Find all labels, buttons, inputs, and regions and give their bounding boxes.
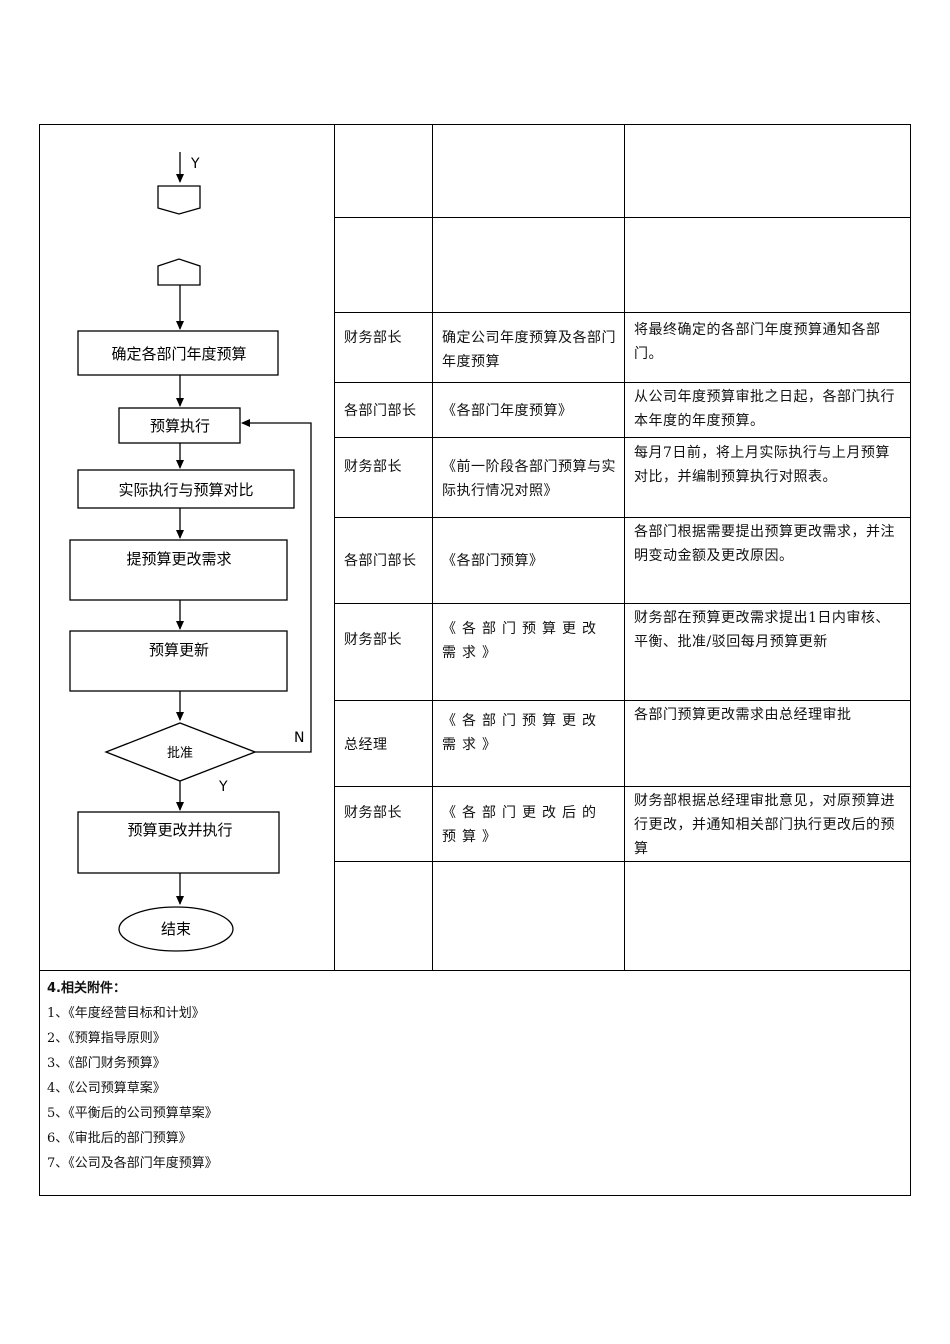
column-divider [432, 124, 433, 971]
row-divider [334, 861, 911, 862]
role-cell: 财务部长 [344, 805, 402, 821]
attachment-item: 3、《部门财务预算》 [47, 1056, 166, 1071]
description-cell: 每月7日前，将上月实际执行与上月预算对比，并编制预算执行对照表。 [634, 445, 890, 485]
role-cell: 财务部长 [344, 459, 402, 475]
step-label: 预算更新 [149, 641, 209, 659]
attachment-item: 6、《审批后的部门预算》 [47, 1131, 192, 1146]
step-box [77, 811, 280, 874]
row-divider [334, 217, 911, 218]
column-divider [334, 124, 335, 971]
step-box [69, 539, 288, 601]
document-cell: 《各部门年度预算》 [442, 403, 573, 419]
step-label: 实际执行与预算对比 [118, 481, 253, 499]
step-box [77, 469, 295, 509]
attachment-item: 2、《预算指导原则》 [47, 1031, 166, 1046]
attachments-section: 4.相关附件： 1、《年度经营目标和计划》 2、《预算指导原则》 3、《部门财务… [47, 976, 218, 1176]
step-label: 提预算更改需求 [126, 550, 231, 568]
role-cell: 各部门部长 [344, 403, 417, 419]
decision-label: 批准 [167, 746, 193, 761]
role-cell: 总经理 [344, 737, 388, 753]
document-cell: 《各部门预算》 [442, 553, 544, 569]
budget-flowchart: Y 确定各部门年度预算 预算执行 实际执行与预算对比 提预算更改需求 预算更新 … [69, 152, 312, 952]
description-cell: 各部门根据需要提出预算更改需求，并注明变动金额及更改原因。 [634, 524, 895, 564]
off-page-connector [157, 185, 201, 215]
no-label: N [294, 730, 304, 746]
role-cell: 财务部长 [344, 330, 402, 346]
row-divider [334, 786, 911, 787]
reject-loop-arrow [241, 419, 312, 753]
column-divider [624, 124, 625, 971]
document-cell: 确定公司年度预算及各部门年度预算 [442, 330, 616, 370]
off-page-connector [157, 258, 201, 286]
step-box [69, 630, 288, 692]
step-box [77, 330, 279, 376]
attachment-item: 4、《公司预算草案》 [47, 1081, 166, 1096]
description-cell: 各部门预算更改需求由总经理审批 [634, 707, 852, 723]
row-divider [334, 517, 911, 518]
document-cell: 《各部门预算更改需求》 [442, 621, 602, 661]
description-cell: 从公司年度预算审批之日起，各部门执行本年度的年度预算。 [634, 389, 895, 429]
attachment-item: 5、《平衡后的公司预算草案》 [47, 1106, 218, 1121]
document-cell: 《前一阶段各部门预算与实际执行情况对照》 [442, 459, 616, 499]
row-divider [334, 700, 911, 701]
row-divider [334, 437, 911, 438]
attachment-item: 1、《年度经营目标和计划》 [47, 1006, 205, 1021]
row-divider [334, 603, 911, 604]
step-label: 确定各部门年度预算 [111, 345, 246, 363]
document-cell: 《各部门预算更改需求》 [442, 713, 602, 753]
step-label: 预算更改并执行 [127, 821, 232, 839]
role-cell: 财务部长 [344, 632, 402, 648]
yes-label: Y [218, 779, 228, 795]
end-label: 结束 [161, 920, 191, 938]
attachments-title: 4.相关附件： [47, 981, 126, 996]
role-cell: 各部门部长 [344, 553, 417, 569]
process-table [39, 124, 911, 1196]
end-terminator [118, 906, 234, 952]
row-divider [334, 382, 911, 383]
step-label: 预算执行 [150, 417, 210, 435]
document-cell: 《各部门更改后的预算》 [442, 805, 602, 845]
description-cell: 将最终确定的各部门年度预算通知各部门。 [634, 322, 881, 362]
description-cell: 财务部在预算更改需求提出1日内审核、平衡、批准/驳回每月预算更新 [634, 610, 890, 650]
row-divider [334, 312, 911, 313]
attachment-item: 7、《公司及各部门年度预算》 [47, 1156, 218, 1171]
description-cell: 财务部根据总经理审批意见，对原预算进行更改，并通知相关部门执行更改后的预算 [634, 793, 895, 857]
yes-label-top: Y [190, 156, 200, 172]
attachments-divider [39, 970, 911, 971]
